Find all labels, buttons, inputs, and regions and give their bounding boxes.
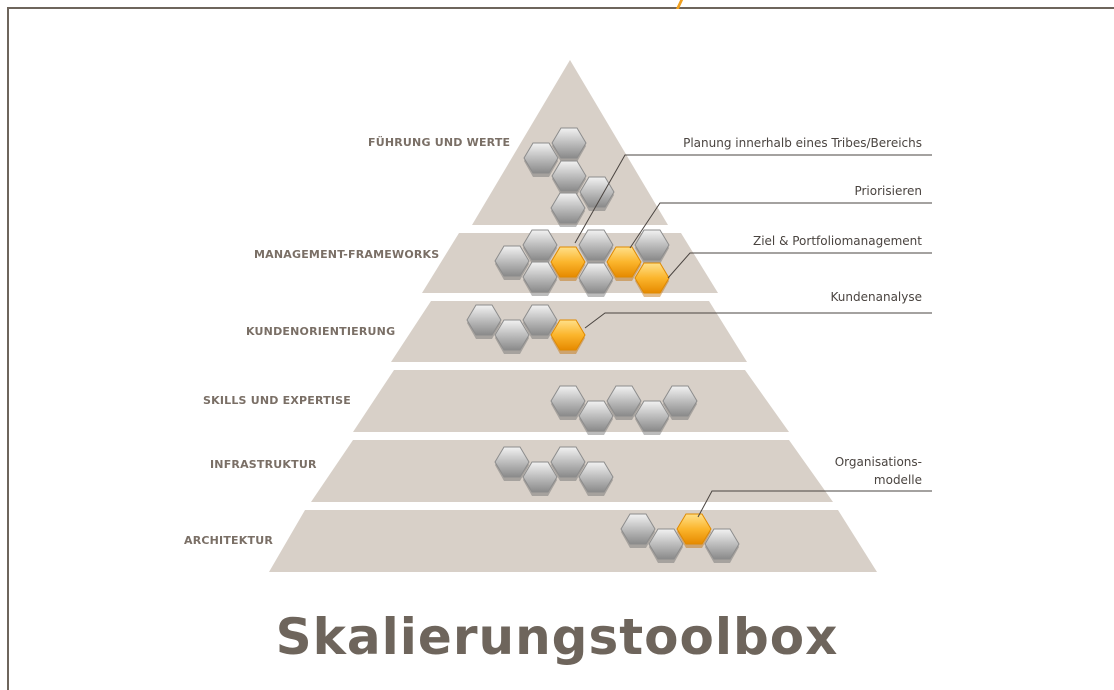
- layer-label-fuehrung: FÜHRUNG UND WERTE: [368, 135, 510, 149]
- layer-label-infrastruktur: INFRASTRUKTUR: [210, 458, 317, 471]
- layer-label-architektur: ARCHITEKTUR: [184, 534, 273, 547]
- annotation-organisations-line2: modelle: [874, 473, 922, 487]
- page-frame: [7, 7, 1114, 690]
- leader-priorisieren: [629, 202, 932, 249]
- annotation-ziel: Ziel & Portfoliomanagement: [753, 234, 922, 248]
- leader-organisation: [697, 490, 932, 518]
- layer-label-kunden: KUNDENORIENTIERUNG: [246, 325, 395, 338]
- layer-labels: FÜHRUNG UND WERTE MANAGEMENT-FRAMEWORKS …: [184, 135, 510, 547]
- annotation-lines: [574, 154, 932, 518]
- layer-architektur-shape: [269, 510, 877, 572]
- leader-kundenanalyse: [584, 312, 932, 329]
- leader-ziel: [667, 252, 932, 279]
- annotation-kundenanalyse: Kundenanalyse: [831, 290, 922, 304]
- leader-planung: [574, 154, 932, 244]
- annotation-labels: Planung innerhalb eines Tribes/Bereichs …: [683, 136, 922, 487]
- annotation-planung: Planung innerhalb eines Tribes/Bereichs: [683, 136, 922, 150]
- layer-label-skills: SKILLS UND EXPERTISE: [203, 394, 351, 407]
- page-title: Skalierungstoolbox: [275, 608, 839, 666]
- annotation-priorisieren: Priorisieren: [854, 184, 922, 198]
- layer-label-management: MANAGEMENT-FRAMEWORKS: [254, 248, 439, 261]
- annotation-organisations-line1: Organisations-: [835, 455, 922, 469]
